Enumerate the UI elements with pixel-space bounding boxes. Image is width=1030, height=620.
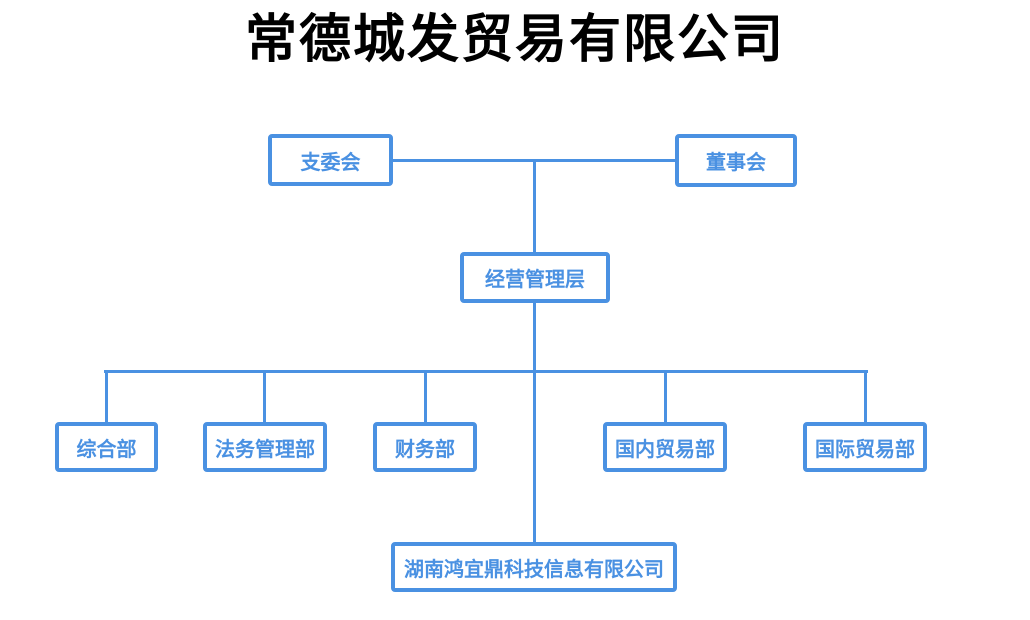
org-node-management-layer: 经营管理层 xyxy=(460,252,610,303)
org-node-label: 支委会 xyxy=(300,151,361,174)
connector-drop-finance-dept xyxy=(424,370,427,423)
org-node-subsidiary-company: 湖南鸿宜鼎科技信息有限公司 xyxy=(391,542,677,592)
org-node-label: 经营管理层 xyxy=(485,269,585,291)
org-node-label: 湖南鸿宜鼎科技信息有限公司 xyxy=(404,558,664,581)
org-node-domestic-trade-dept: 国内贸易部 xyxy=(603,422,727,472)
connector-management-to-subsidiary xyxy=(533,302,536,542)
org-node-international-trade-dept: 国际贸易部 xyxy=(803,422,927,472)
org-node-legal-management-dept: 法务管理部 xyxy=(203,422,327,472)
connector-departments-horizontal xyxy=(104,370,868,373)
org-node-label: 财务部 xyxy=(395,438,455,461)
org-node-label: 综合部 xyxy=(76,438,137,461)
connector-drop-general-dept xyxy=(105,370,108,423)
org-node-label: 董事会 xyxy=(706,152,766,174)
page-title: 常德城发贸易有限公司 xyxy=(244,9,785,70)
connector-drop-international-trade-dept xyxy=(864,370,867,423)
org-node-general-dept: 综合部 xyxy=(55,422,158,472)
org-node-board-of-directors: 董事会 xyxy=(675,134,797,187)
connector-drop-legal-dept xyxy=(263,370,266,423)
org-node-label: 法务管理部 xyxy=(215,438,315,461)
org-node-finance-dept: 财务部 xyxy=(373,422,477,472)
connector-drop-domestic-trade-dept xyxy=(664,370,667,423)
org-node-label: 国际贸易部 xyxy=(815,438,915,461)
org-node-label: 国内贸易部 xyxy=(615,438,715,461)
connector-top-to-management xyxy=(533,160,536,253)
org-node-branch-committee: 支委会 xyxy=(268,134,393,186)
